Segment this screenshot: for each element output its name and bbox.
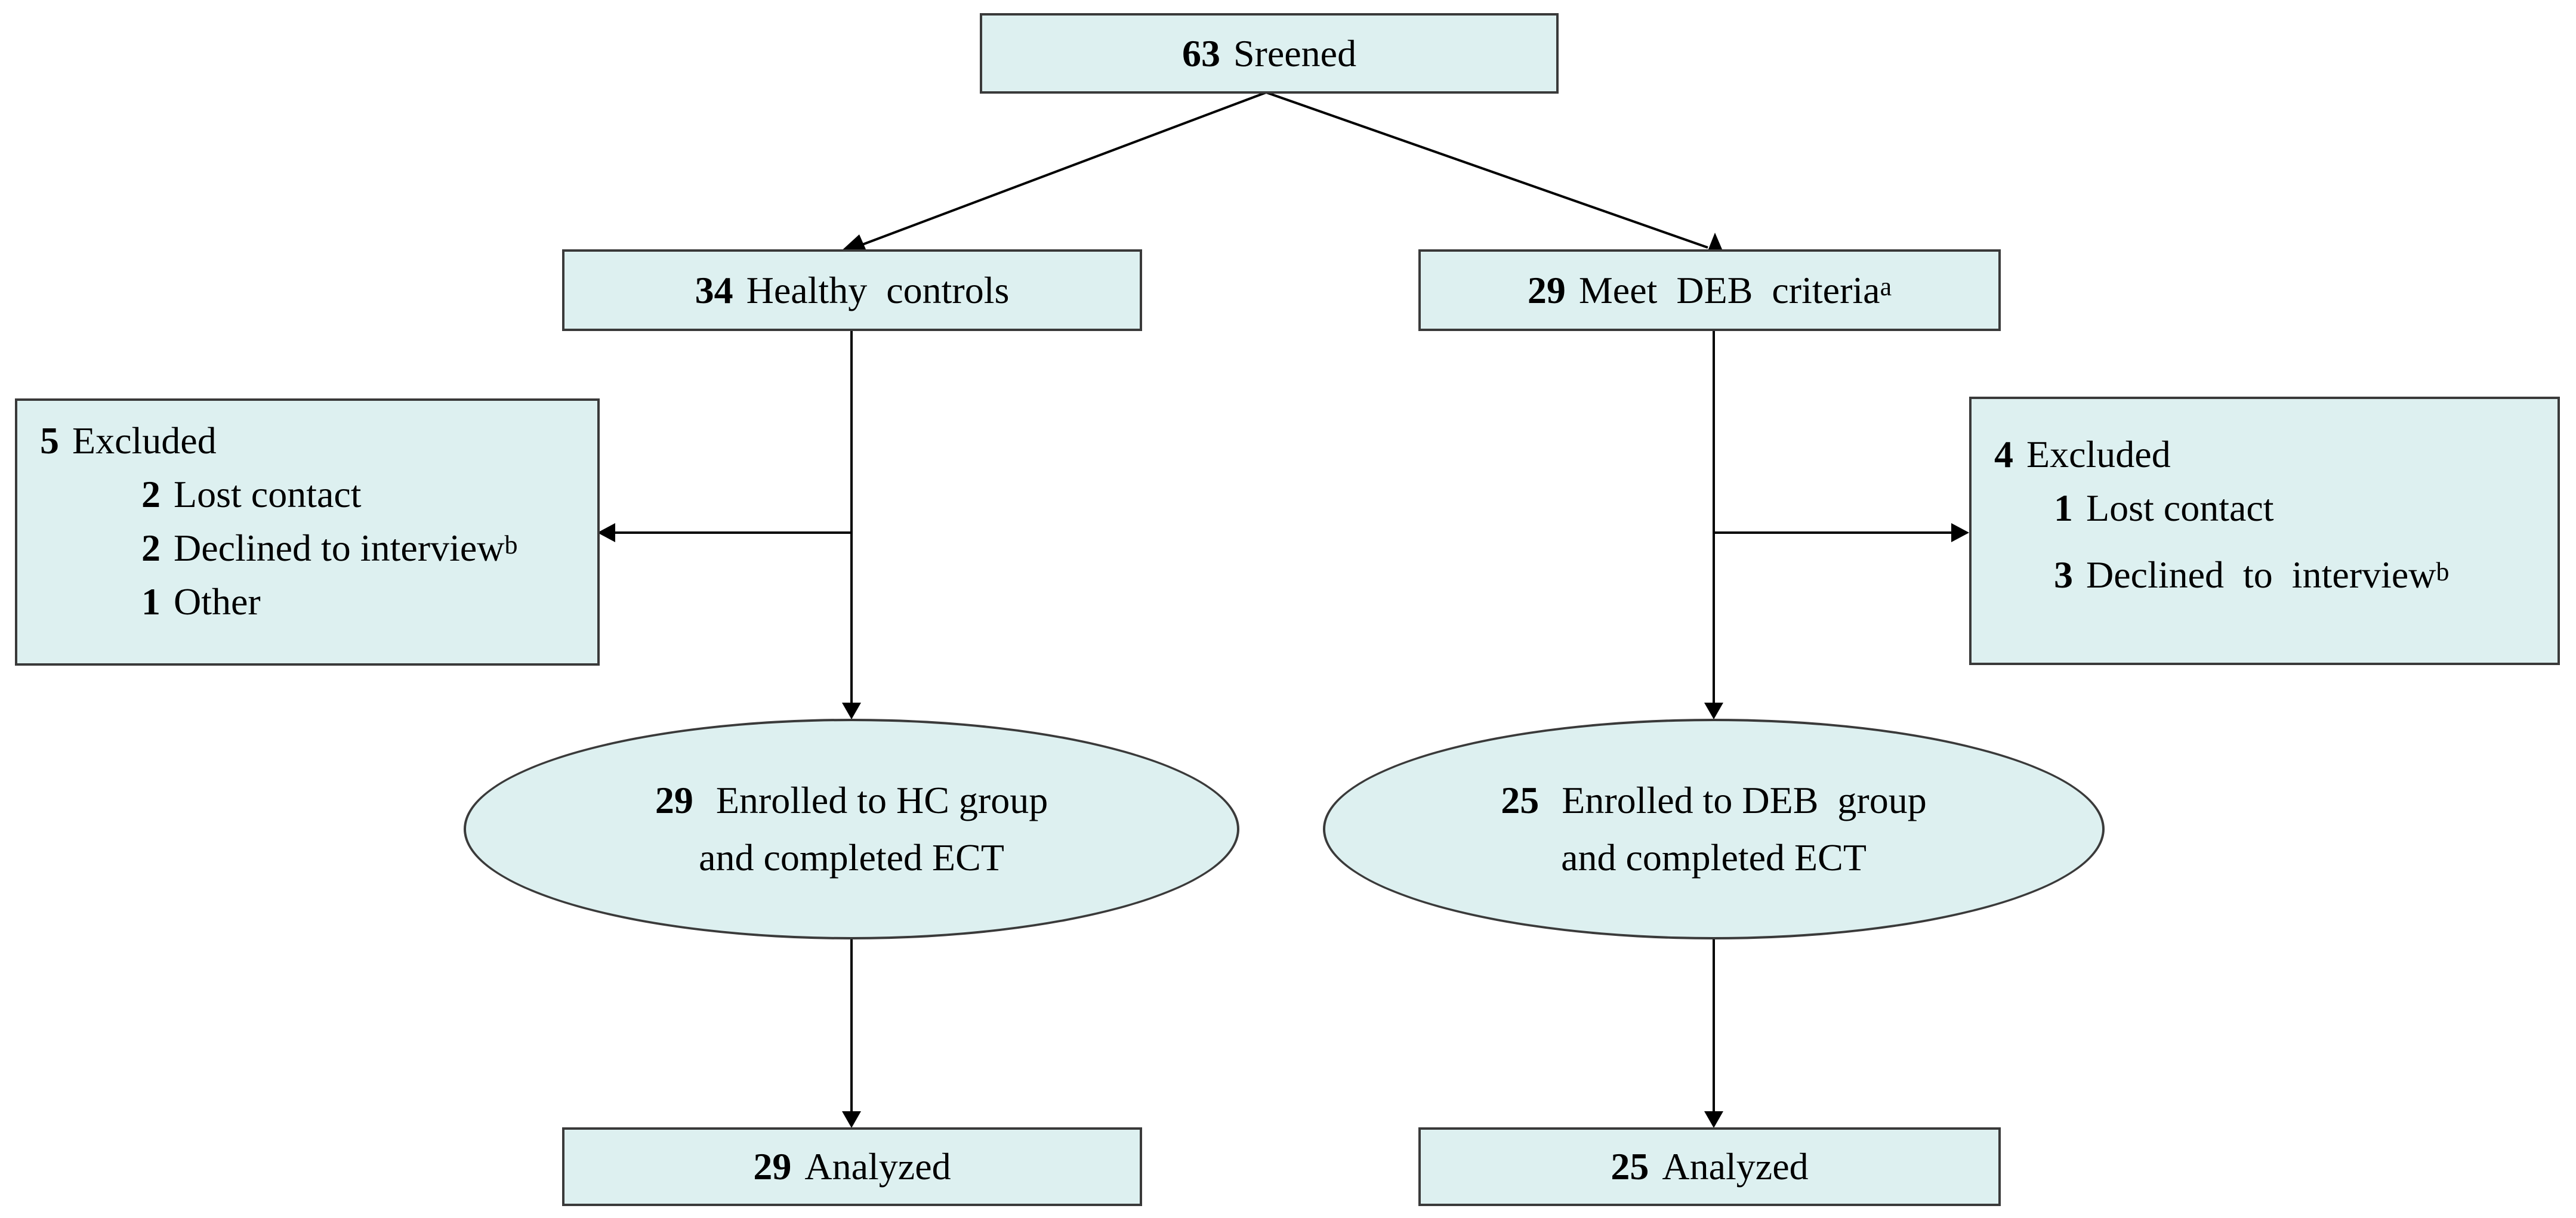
arrow-screened-to-healthy: [854, 91, 1267, 249]
excluded-right-box: 4 Excluded 1 Lost contact 3 Declined to …: [1969, 397, 2560, 665]
arrowhead-analyzed-hc: [842, 1111, 861, 1128]
arrow-screened-to-deb: [1266, 91, 1708, 249]
screened-count: 63: [1181, 32, 1220, 75]
excluded-left-header: 5 Excluded: [40, 419, 217, 462]
screened-box: 63 Sreened: [980, 13, 1559, 94]
arrowhead-analyzed-deb: [1704, 1111, 1723, 1128]
deb-criteria-box: 29 Meet DEB criteria a: [1418, 249, 2001, 331]
healthy-count: 34: [695, 268, 733, 311]
deb-criteria-footnote: a: [1880, 272, 1892, 301]
excluded-left-item: 1 Other: [141, 580, 261, 623]
enrolled-hc-line1: 29 Enrolled to HC group: [655, 779, 1048, 821]
excluded-left-item: 2 Lost contact: [141, 473, 362, 515]
analyzed-deb-box: 25 Analyzed: [1418, 1127, 2001, 1206]
arrowhead-enrolled-deb: [1704, 703, 1723, 719]
enrolled-hc-ellipse: 29 Enrolled to HC group and completed EC…: [464, 719, 1239, 939]
deb-criteria-count: 29: [1527, 268, 1566, 311]
enrolled-deb-line2: and completed ECT: [1561, 836, 1867, 879]
excluded-right-header: 4 Excluded: [1994, 433, 2171, 475]
enrolled-deb-ellipse: 25 Enrolled to DEB group and completed E…: [1323, 719, 2105, 939]
excluded-left-box: 5 Excluded 2 Lost contact 2 Declined to …: [15, 398, 600, 666]
screened-label: Sreened: [1233, 32, 1357, 75]
arrowhead-excluded-left: [597, 523, 615, 542]
enrolled-deb-line1: 25 Enrolled to DEB group: [1501, 779, 1927, 821]
excluded-right-item: 3 Declined to interview b: [2054, 554, 2449, 596]
healthy-label: Healthy controls: [746, 268, 1010, 311]
analyzed-hc-box: 29 Analyzed: [562, 1127, 1142, 1206]
enrolled-hc-line2: and completed ECT: [699, 836, 1004, 879]
arrowhead-enrolled-hc: [842, 703, 861, 719]
excluded-right-item: 1 Lost contact: [2054, 487, 2274, 529]
arrowhead-excluded-right: [1951, 523, 1969, 542]
excluded-left-item: 2 Declined to interview b: [141, 527, 518, 569]
deb-criteria-label: Meet DEB criteria: [1578, 268, 1880, 311]
healthy-controls-box: 34 Healthy controls: [562, 249, 1142, 331]
